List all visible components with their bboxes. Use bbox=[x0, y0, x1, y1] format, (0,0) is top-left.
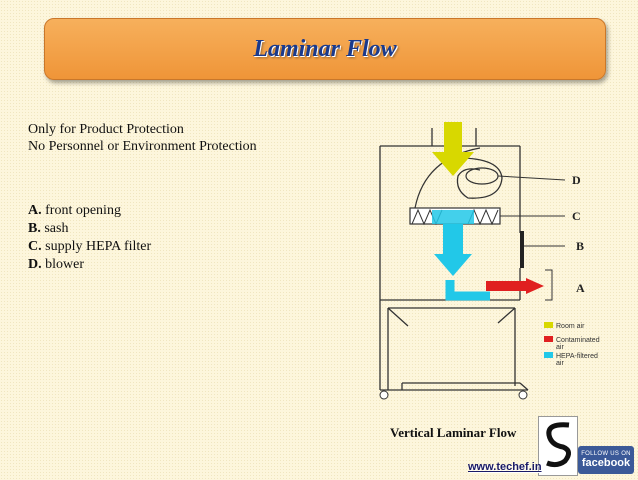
hepa-air-arrow bbox=[432, 210, 474, 276]
part-c-text: supply HEPA filter bbox=[41, 239, 152, 254]
legend-contaminated-2: air bbox=[556, 344, 564, 351]
part-b: B. sash bbox=[28, 220, 68, 237]
exit-air-arrow bbox=[445, 278, 544, 301]
part-b-text: sash bbox=[40, 221, 69, 236]
legend-room-air: Room air bbox=[556, 323, 585, 330]
legend-contaminated-1: Contaminated bbox=[556, 337, 600, 344]
part-d-text: blower bbox=[41, 257, 85, 272]
plenum-curve bbox=[414, 147, 481, 209]
part-c: C. supply HEPA filter bbox=[28, 238, 151, 255]
label-a: A bbox=[576, 281, 585, 295]
legend-hepa-1: HEPA-filtered bbox=[556, 353, 598, 360]
blower bbox=[456, 157, 503, 199]
legend: Room air Contaminated air HEPA-filtered … bbox=[544, 322, 600, 367]
slide-title: Laminar Flow bbox=[253, 35, 397, 62]
legend-swatch-hepa bbox=[544, 352, 553, 358]
part-a-text: front opening bbox=[41, 203, 121, 218]
label-c: C bbox=[572, 209, 581, 223]
sash bbox=[520, 231, 524, 268]
diagram-caption: Vertical Laminar Flow bbox=[390, 425, 517, 440]
label-b: B bbox=[576, 239, 584, 253]
legend-swatch-contaminated bbox=[544, 336, 553, 342]
text-line-2: No Personnel or Environment Protection bbox=[28, 139, 257, 154]
website-link[interactable]: www.techef.in bbox=[468, 461, 542, 473]
fb-big-text: facebook bbox=[581, 457, 631, 469]
part-d: D. blower bbox=[28, 256, 84, 273]
cabinet-feet bbox=[379, 390, 528, 400]
room-air-arrow bbox=[432, 122, 474, 176]
techef-logo bbox=[538, 416, 578, 476]
facebook-follow-button[interactable]: FOLLOW US ON facebook bbox=[578, 446, 634, 474]
part-a: A. front opening bbox=[28, 202, 121, 219]
laminar-flow-diagram: D C B A Room air Contaminated air HEPA-f… bbox=[379, 122, 600, 400]
part-d-letter: D. bbox=[28, 257, 42, 272]
legend-swatch-room-air bbox=[544, 322, 553, 328]
part-a-letter: A. bbox=[28, 203, 42, 218]
label-d: D bbox=[572, 173, 581, 187]
title-banner: Laminar Flow bbox=[44, 18, 606, 80]
legend-hepa-2: air bbox=[556, 360, 564, 367]
text-line-1: Only for Product Protection bbox=[28, 122, 184, 137]
leader-lines bbox=[497, 175, 566, 301]
techef-s-icon bbox=[546, 422, 571, 468]
part-c-letter: C. bbox=[28, 239, 42, 254]
fb-small-text: FOLLOW US ON bbox=[581, 451, 631, 457]
part-b-letter: B. bbox=[28, 221, 41, 236]
